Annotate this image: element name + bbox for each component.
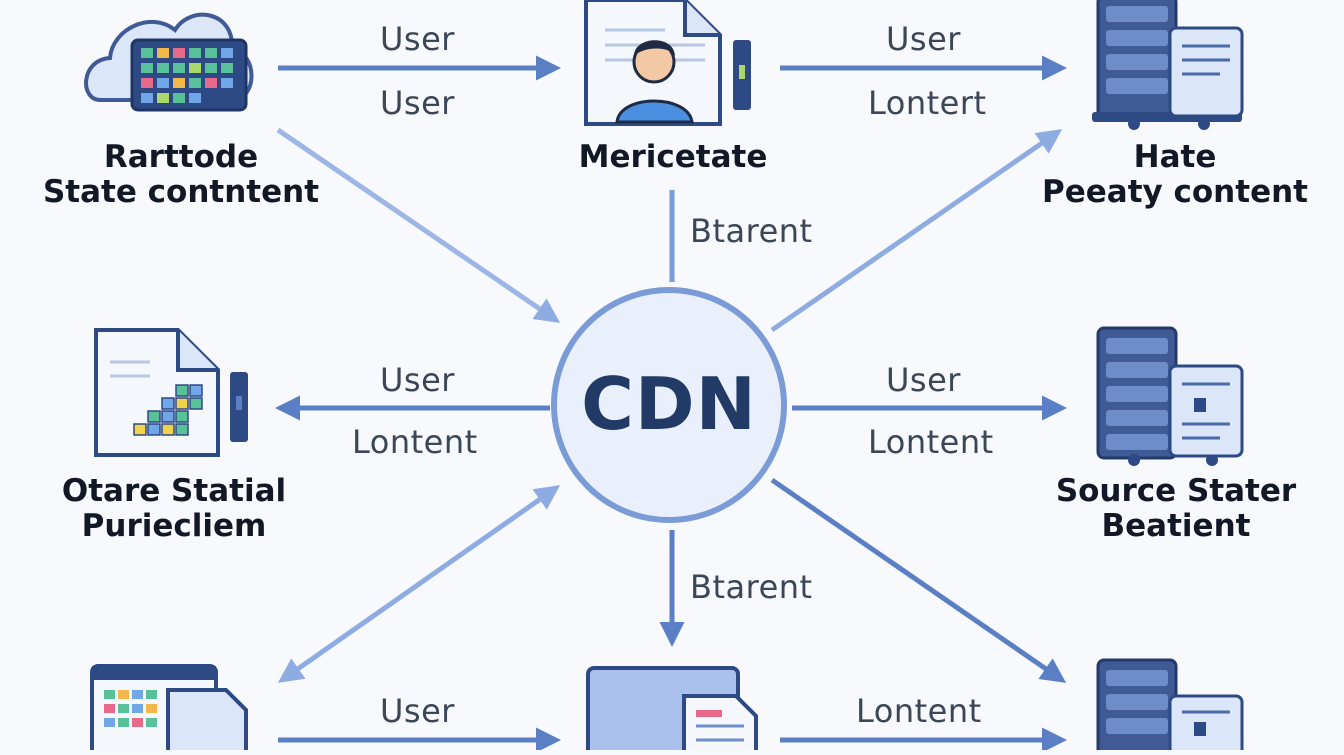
edge-label-mid-right-upper: User xyxy=(886,361,961,399)
node-mid-left-line2: Puriecliem xyxy=(81,508,267,544)
edge-label-top-left-lower: User xyxy=(380,84,455,122)
node-top-center-line1: Mericetate xyxy=(578,139,768,175)
node-mid-left-caption: Otare Statial Puriecliem xyxy=(46,474,302,544)
node-top-center-caption: Mericetate xyxy=(540,140,806,175)
node-top-right-line2: Peeaty content xyxy=(1042,174,1308,210)
edge-label-center-top: Btarent xyxy=(690,212,813,250)
cdn-hub-label: CDN xyxy=(581,362,757,446)
edge-hub-bottom-left xyxy=(277,485,561,683)
edge-hub-to-top-right xyxy=(770,129,1063,333)
node-mid-right-line1: Source Stater xyxy=(1055,473,1297,509)
server-document-icon-bottom xyxy=(1096,658,1244,755)
cdn-hub xyxy=(551,287,787,523)
edge-label-top-left-upper: User xyxy=(380,20,455,58)
connectors xyxy=(275,55,1067,753)
edge-label-bottom-left: User xyxy=(380,692,455,730)
user-profile-document-icon xyxy=(584,0,751,126)
edge-label-center-bottom: Btarent xyxy=(690,568,813,606)
folder-document-icon xyxy=(586,666,758,755)
edge-label-top-right-upper: User xyxy=(886,20,961,58)
edge-hub-to-bottom-right xyxy=(770,477,1067,683)
node-mid-right-line2: Beatient xyxy=(1101,508,1251,544)
node-mid-right-caption: Source Stater Beatient xyxy=(1040,474,1312,544)
edge-label-bottom-right: Lontent xyxy=(856,692,982,730)
spreadsheet-document-icon xyxy=(90,664,248,755)
server-document-icon-top xyxy=(1092,0,1244,130)
edge-label-mid-left-upper: User xyxy=(380,361,455,399)
server-document-icon-mid xyxy=(1096,326,1244,466)
node-top-left-line2: State contntent xyxy=(42,174,320,210)
node-top-right-caption: Hate Peeaty content xyxy=(1030,140,1320,210)
node-top-right-line1: Hate xyxy=(1133,139,1217,175)
node-top-left-caption: Rarttode State contntent xyxy=(28,140,334,210)
edge-label-top-right-lower: Lontert xyxy=(868,84,987,122)
node-top-left-line1: Rarttode xyxy=(103,139,259,175)
node-mid-left-line1: Otare Statial xyxy=(61,473,287,509)
edge-label-mid-left-lower: Lontent xyxy=(352,423,478,461)
cloud-grid-icon xyxy=(84,12,254,112)
grid-document-icon xyxy=(94,328,248,457)
edge-top-left-to-hub xyxy=(276,127,561,323)
edge-label-mid-right-lower: Lontent xyxy=(868,423,994,461)
